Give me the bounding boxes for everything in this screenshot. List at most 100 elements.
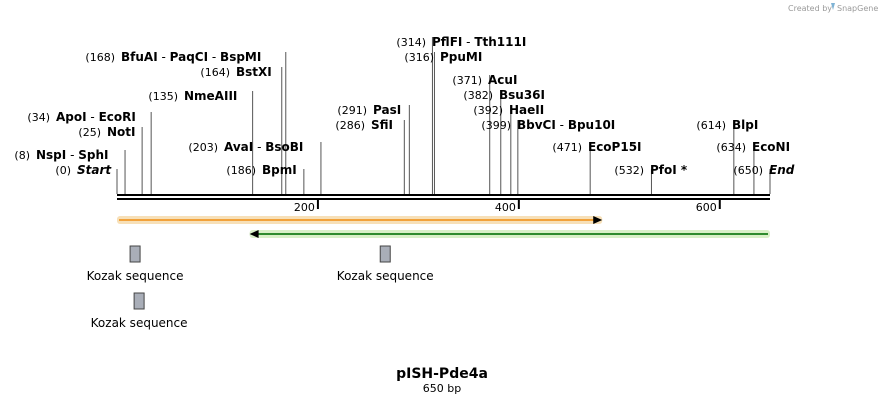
enzyme-name: BsoBI (265, 140, 303, 154)
enzyme-name: Start (77, 163, 112, 177)
site-position: (634) (716, 141, 746, 154)
enzyme-name: NotI (107, 125, 136, 139)
site-position: (164) (200, 66, 230, 79)
site-position: (399) (481, 119, 511, 132)
name-separator: - (158, 50, 170, 64)
credit-text: Created by (788, 4, 832, 13)
site-end[interactable]: (650) End (733, 163, 795, 194)
enzyme-name: PpuMI (440, 50, 482, 64)
name-separator: - (208, 50, 220, 64)
credit-brand: SnapGene (837, 4, 878, 13)
features (117, 216, 770, 238)
site-position: (650) (733, 164, 763, 177)
enzyme-name: Tth111I (474, 35, 526, 49)
tick-label: 200 (294, 201, 315, 214)
site-pasi[interactable]: (291) PasI (337, 103, 410, 194)
restriction-sites: (0)Start (8) NspI - SphI(25)NotI (34) ApoI -… (14, 35, 795, 194)
site-enzyme-names: End (769, 163, 795, 177)
enzyme-name: HaeII (509, 103, 544, 117)
name-separator: - (87, 110, 99, 124)
site-enzyme-names: PflFI - Tth111I (432, 35, 526, 49)
enzyme-name: BbvCI (517, 118, 556, 132)
site-position: (382) (463, 89, 493, 102)
site-enzyme-names: Bsu36I (499, 88, 545, 102)
site-position: (532) (614, 164, 644, 177)
enzyme-name: EcoNI (752, 140, 790, 154)
site-bfuai[interactable]: (168)BfuAI - PaqCI - BspMI (85, 50, 287, 194)
site-start[interactable]: (0)Start (55, 163, 118, 194)
site-nspi[interactable]: (8)NspI - SphI (14, 148, 126, 194)
enzyme-name: NmeAIII (184, 89, 237, 103)
feature-kozak-3[interactable]: Kozak sequence (91, 292, 188, 330)
enzyme-name: AvaI (224, 140, 253, 154)
site-haeii[interactable]: (392)HaeII (473, 103, 544, 194)
site-acui[interactable]: (371)AcuI (452, 73, 517, 194)
enzyme-name: PaqCI (170, 50, 208, 64)
site-position: (614) (696, 119, 726, 132)
site-bpmi[interactable]: (186)BpmI (226, 163, 305, 194)
enzyme-name: BspMI (220, 50, 261, 64)
site-sfii[interactable]: (286) SfiI (335, 118, 405, 194)
site-pfoi[interactable]: (532) PfoI * (614, 163, 688, 194)
name-separator: - (253, 140, 265, 154)
site-enzyme-names: BfuAI - PaqCI - BspMI (121, 50, 261, 64)
enzyme-name: AcuI (488, 73, 517, 87)
name-separator: - (462, 35, 474, 49)
enzyme-name: End (769, 163, 795, 177)
site-enzyme-names: AcuI (488, 73, 517, 87)
site-position: (135) (148, 90, 178, 103)
enzyme-name: BpmI (262, 163, 297, 177)
site-ecop15i[interactable]: (471) EcoP15I (552, 140, 642, 194)
site-noti[interactable]: (25)NotI (78, 125, 143, 194)
site-enzyme-names: EcoNI (752, 140, 790, 154)
site-nmeaiii[interactable]: (135) NmeAIII (148, 89, 254, 194)
enzyme-name: EcoP15I (588, 140, 642, 154)
credit: Created by SnapGene (788, 3, 878, 13)
site-position: (34) (27, 111, 50, 124)
enzyme-name: ApoI (56, 110, 87, 124)
arrow-right-icon (593, 216, 603, 224)
site-enzyme-names: AvaI - BsoBI (224, 140, 303, 154)
site-enzyme-names: PasI (373, 103, 401, 117)
tick-label: 400 (495, 201, 516, 214)
enzyme-name: EcoRI (99, 110, 136, 124)
site-pflfi[interactable]: (314)PflFI - Tth111I (396, 35, 526, 194)
site-bstxi[interactable]: (164)BstXI (200, 65, 283, 194)
site-position: (291) (337, 104, 367, 117)
enzyme-name: BfuAI (121, 50, 158, 64)
feature-kozak-2[interactable]: Kozak sequence (337, 245, 434, 283)
site-blpi[interactable]: (614) BlpI (696, 118, 758, 194)
arrow-left-icon (249, 230, 259, 238)
site-ppumi[interactable]: (316)PpuMI (404, 50, 482, 194)
site-avai[interactable]: (203) AvaI - BsoBI (188, 140, 322, 194)
site-position: (471) (552, 141, 582, 154)
map-length: 650 bp (423, 382, 461, 395)
feature-orf-forward[interactable] (117, 216, 603, 224)
feature-kozak-1[interactable]: Kozak sequence (87, 245, 184, 283)
site-position: (8) (14, 149, 30, 162)
enzyme-name: NspI (36, 148, 66, 162)
enzyme-name: BlpI (732, 118, 758, 132)
feature-orf-reverse[interactable] (249, 230, 770, 238)
site-enzyme-names: PfoI * (650, 163, 688, 177)
site-enzyme-names: SfiI (371, 118, 393, 132)
enzyme-name: SfiI (371, 118, 393, 132)
site-enzyme-names: NmeAIII (184, 89, 237, 103)
enzyme-name: Bpu10I (568, 118, 615, 132)
site-enzyme-names: PpuMI (440, 50, 482, 64)
site-position: (286) (335, 119, 365, 132)
site-bsu36i[interactable]: (382) Bsu36I (463, 88, 545, 194)
site-econi[interactable]: (634) EcoNI (716, 140, 790, 194)
site-enzyme-names: ApoI - EcoRI (56, 110, 136, 124)
enzyme-name: SphI (78, 148, 108, 162)
site-bbvci[interactable]: (399)BbvCI - Bpu10I (481, 118, 615, 194)
kozak-label: Kozak sequence (87, 269, 184, 283)
site-apoi[interactable]: (34) ApoI - EcoRI (27, 110, 152, 194)
snapgene-logo-icon (831, 3, 835, 10)
site-position: (203) (188, 141, 218, 154)
sequence-backbone (117, 194, 770, 200)
kozak-box (379, 245, 391, 263)
